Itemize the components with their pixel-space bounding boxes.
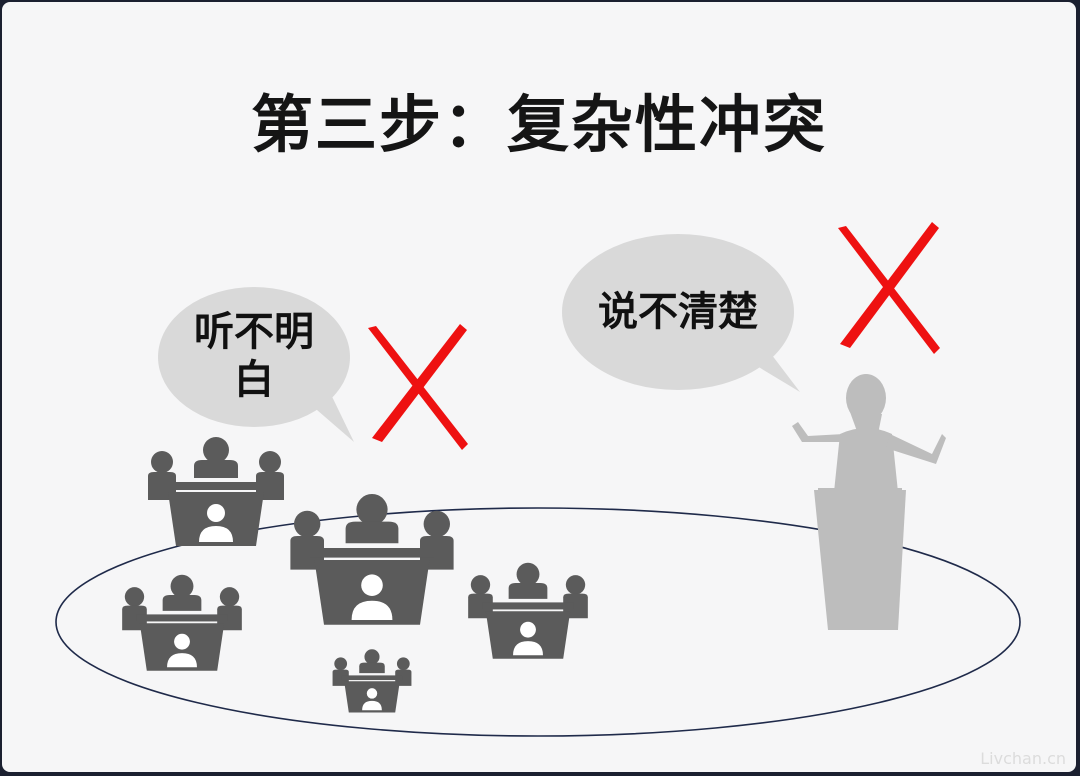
red-x-icon	[368, 324, 468, 450]
meeting-table-icon	[122, 575, 242, 671]
watermark: Livchan.cn	[980, 749, 1066, 768]
red-x-icon	[838, 222, 940, 354]
audience-bubble-text: 听不明白	[178, 308, 330, 404]
speaker-at-podium-icon	[792, 374, 946, 630]
meeting-table-icon	[290, 494, 453, 625]
meeting-table-icon	[148, 437, 284, 546]
meeting-table-icon	[468, 563, 588, 659]
speaker-bubble-text: 说不清楚	[572, 288, 784, 336]
meeting-table-icon	[333, 649, 412, 712]
